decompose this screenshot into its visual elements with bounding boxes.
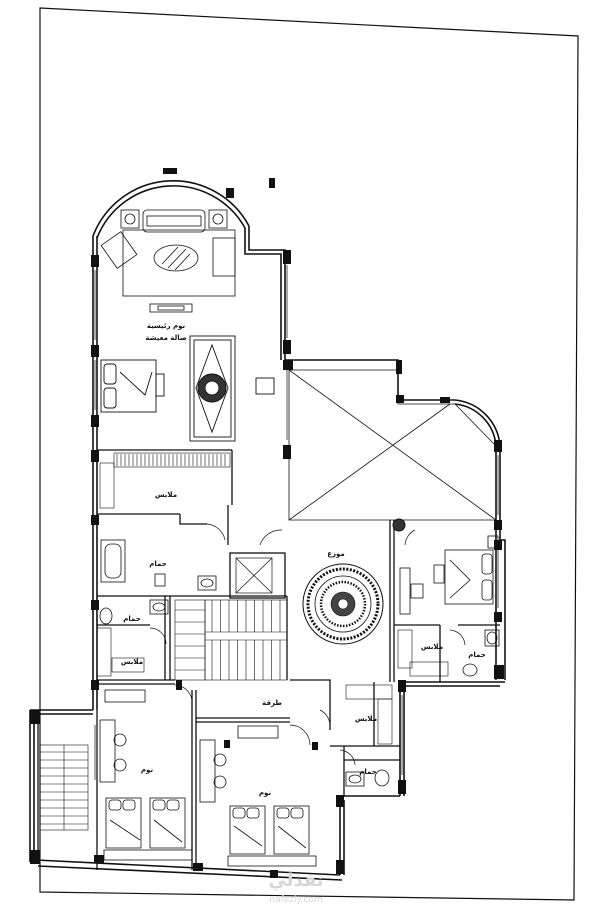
label-dressing-right: ملابس [421,643,443,651]
room-labels: نوم رئيسية صالة معيشة ملابس حمام حمام مل… [121,322,486,797]
label-landing: موزع [327,550,345,558]
round-rug [302,518,406,645]
label-bedroom-left: نوم [141,766,154,774]
label-dressing-mid: ملابس [355,715,377,723]
label-bath-far-right: حمام [359,768,377,776]
label-living-hall: صالة معيشة [145,334,186,342]
watermark-logo: نفذلي nafezly.com [268,870,323,905]
void-open-below [288,369,497,521]
label-bath-small: حمام [123,615,141,623]
bath-fixtures [99,539,500,787]
label-bath-right: حمام [468,651,486,659]
label-corridor: طرقة [262,699,282,707]
label-bath-main: حمام [149,560,167,568]
exterior-stairs [39,744,89,831]
elevator [235,557,273,594]
watermark-url: nafezly.com [269,895,322,905]
staircase [174,599,288,681]
exterior-walls [29,180,506,881]
label-dressing-left: ملابس [121,658,143,666]
bedroom-left-furniture [99,689,193,861]
watermark-brand: نفذلي [268,870,323,891]
master-bed [100,335,275,442]
label-dressing-top: ملابس [155,491,177,499]
columns [30,168,504,878]
windows [94,265,499,780]
interior-walls [37,449,500,870]
site-boundary [39,7,579,901]
right-bedroom-furniture [399,535,499,615]
doors [149,523,466,766]
label-bedroom-center: نوم [259,789,272,797]
bedroom-center-furniture [199,725,317,867]
label-master-suite: نوم رئيسية [147,322,186,330]
closets [96,452,449,745]
living-furniture [100,209,236,313]
